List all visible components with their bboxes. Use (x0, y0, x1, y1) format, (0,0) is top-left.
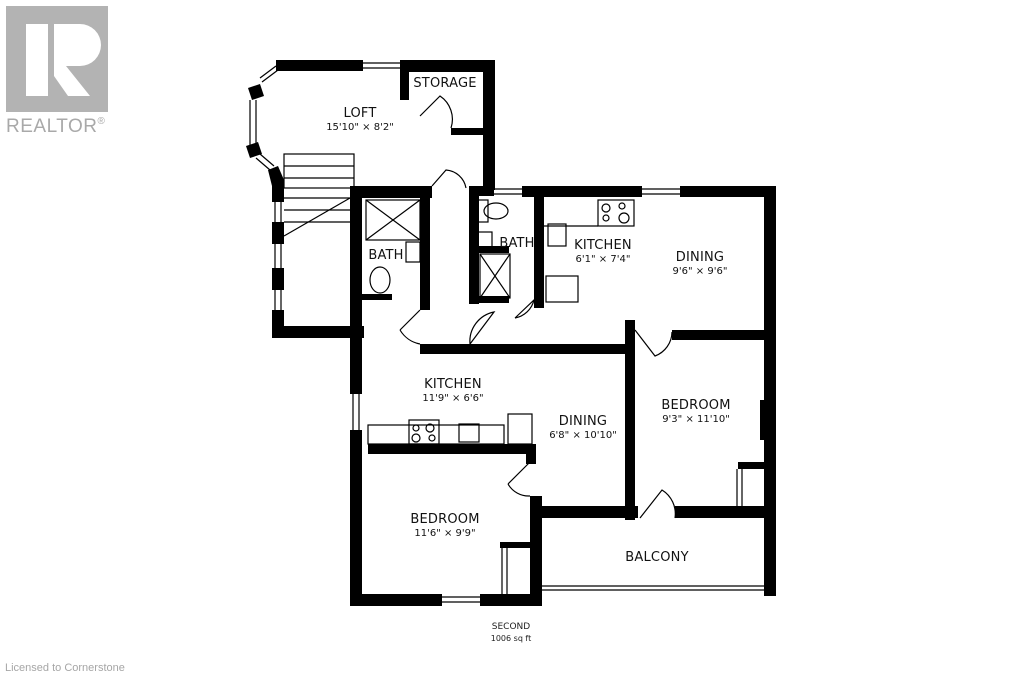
room-name: BEDROOM (661, 398, 731, 413)
room-name: BEDROOM (410, 512, 480, 527)
room-dimensions: 6'1" × 7'4" (575, 254, 631, 265)
room-dimensions: 6'8" × 10'10" (549, 430, 617, 441)
room-label-balcony: BALCONY (625, 550, 688, 565)
floor-area: 1006 sq ft (490, 634, 532, 643)
room-name: DINING (558, 414, 608, 429)
room-label-bedroom-right: BEDROOM 9'3" × 11'10" (661, 398, 730, 425)
realtor-logo-text: REALTOR® (6, 116, 106, 137)
room-name: STORAGE (413, 76, 477, 91)
room-name: DINING (675, 250, 725, 265)
realtor-logo-mark (6, 6, 108, 112)
room-label-storage: STORAGE (413, 76, 476, 91)
room-label-bath-right: BATH (499, 236, 534, 251)
room-label-dining-lower: DINING 6'8" × 10'10" (549, 414, 617, 441)
room-name: KITCHEN (424, 377, 482, 392)
room-label-kitchen-upper: KITCHEN 6'1" × 7'4" (574, 238, 632, 265)
room-dimensions: 15'10" × 8'2" (326, 122, 394, 133)
room-label-bedroom-left: BEDROOM 11'6" × 9'9" (410, 512, 479, 539)
room-dimensions: 11'6" × 9'9" (414, 528, 476, 539)
license-text: Licensed to Cornerstone (5, 662, 125, 674)
room-name: KITCHEN (574, 238, 632, 253)
room-label-loft: LOFT 15'10" × 8'2" (326, 106, 394, 133)
room-label-bath-left: BATH (368, 248, 403, 263)
room-dimensions: 9'6" × 9'6" (672, 266, 728, 277)
room-name: BATH (368, 248, 404, 263)
realtor-logo: REALTOR® (6, 6, 110, 139)
floor-name: SECOND (491, 622, 531, 632)
room-dimensions: 11'9" × 6'6" (422, 393, 484, 404)
room-name: LOFT (343, 106, 377, 121)
room-label-kitchen-lower: KITCHEN 11'9" × 6'6" (422, 377, 483, 404)
room-dimensions: 9'3" × 11'10" (662, 414, 730, 425)
room-name: BATH (499, 236, 535, 251)
room-label-dining-upper: DINING 9'6" × 9'6" (673, 250, 728, 277)
room-name: BALCONY (625, 550, 689, 565)
